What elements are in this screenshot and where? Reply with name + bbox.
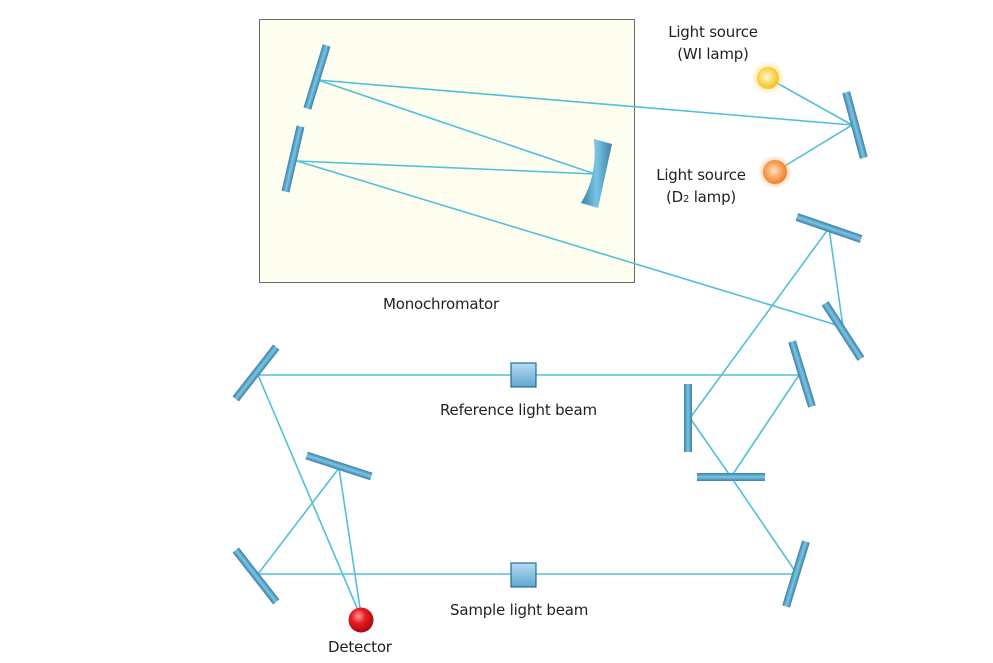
reference-beam-label: Reference light beam [440,401,597,419]
wi-lamp-label: Light source (WI lamp) [660,21,766,65]
mono2-to-exit-mirror [296,160,844,328]
d2-lamp-bulb [763,160,787,184]
left-to-chopper [689,417,732,478]
d2-lamp-label: Light source (D2 lamp) [648,164,754,211]
mono-mirror-2 [281,125,305,193]
sample-cell [510,562,537,588]
wi-lamp-label-line2: (WI lamp) [677,45,749,63]
d2-subscript: 2 [682,194,690,205]
exit-mirror-top [795,213,863,243]
monochromator-box [259,19,635,283]
d2-lamp-label-line2: (D2 lamp) [648,186,754,211]
detector [348,607,374,633]
exit-mirror-lower [821,301,865,361]
sample-beam-label: Sample light beam [450,601,589,619]
left-vertical-mirror [684,384,692,452]
mono-mirror-1 [303,44,331,110]
sample-mirror-to-combiner [257,467,340,575]
input-to-mono-mirror1 [317,79,853,126]
d2-lamp [758,155,792,189]
d2-suffix: lamp) [689,188,737,206]
right-sample-mirror [782,540,810,608]
input-mirror [842,91,868,159]
concave-to-mono2 [296,160,596,175]
combiner-mirror [305,451,373,481]
chopper-to-sample-mirror [730,476,798,575]
left-sample-mirror [232,547,280,605]
top-to-left-mirror [689,227,830,419]
reference-cell [510,362,537,388]
concave-mirror [581,139,612,208]
mirrors [232,44,868,608]
right-reference-mirror [788,340,816,408]
d2-prefix: (D [665,188,683,206]
mono1-to-concave [317,79,596,175]
exit-to-top-mirror [828,227,844,328]
d2-lamp-label-line1: Light source [656,166,746,184]
left-reference-mirror [232,344,280,402]
detector-label: Detector [328,638,392,656]
wi-lamp [751,61,785,95]
wi-lamp-label-line1: Light source [668,23,758,41]
combiner-to-detector [338,467,361,609]
wi-lamp-bulb [757,67,779,89]
chopper-mirror [697,473,765,481]
monochromator-label: Monochromator [383,295,500,313]
ref-mirror-to-detector [257,374,358,609]
chopper-to-right-mirror [730,374,800,478]
